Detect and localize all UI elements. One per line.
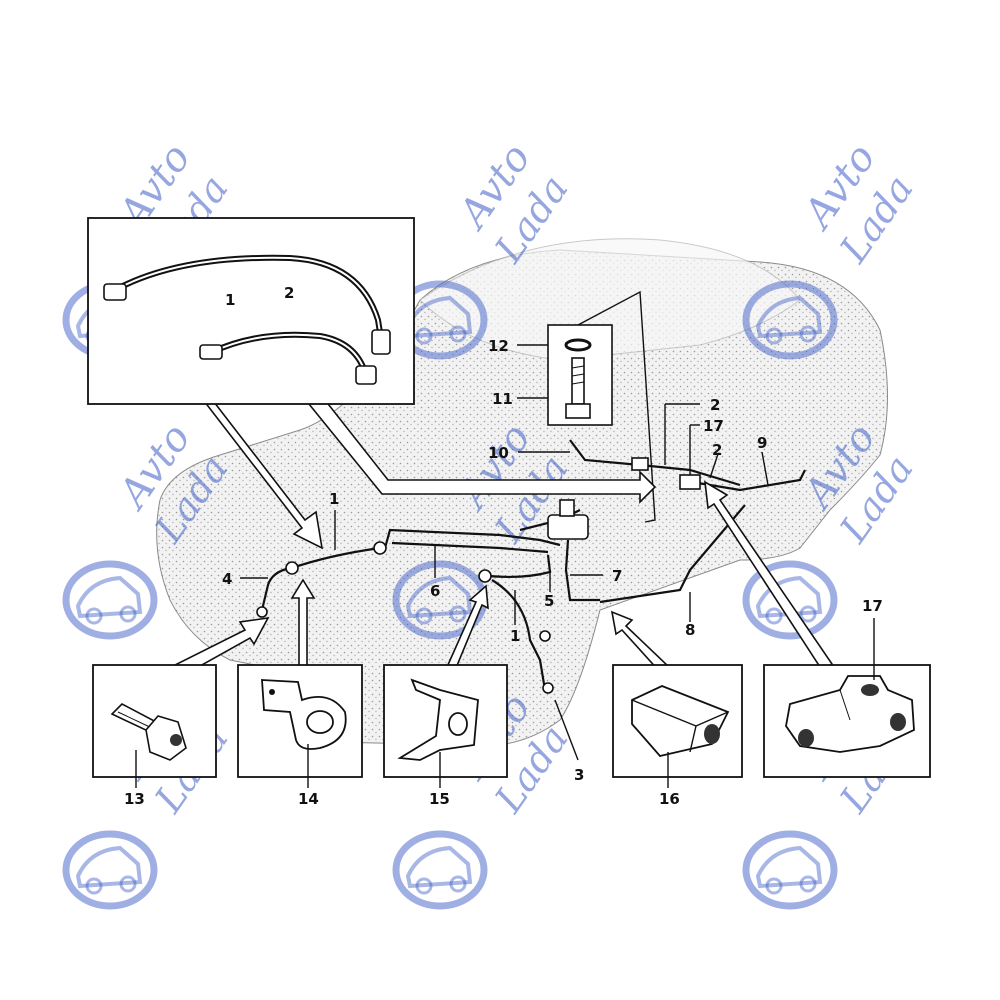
- car-body-silhouette: [156, 238, 888, 747]
- callout-10: 10: [488, 444, 509, 462]
- brake-fittings: [256, 457, 701, 694]
- master-cylinder: [547, 514, 589, 540]
- pipe-10: [569, 439, 641, 467]
- pipe-7: [564, 539, 600, 602]
- box-leaders: [135, 618, 875, 788]
- callout-labels: 1 2 12 11 2 17 2 9 10 1 4 6 5 7 1 8 3 13…: [124, 284, 883, 808]
- callout-3: 3: [574, 766, 584, 784]
- inset-hoses: [87, 217, 415, 405]
- hose-1-front-left: [291, 546, 381, 570]
- callout-9: 9: [757, 434, 767, 452]
- part-box-15: [383, 664, 508, 778]
- bolt-11: [571, 357, 585, 405]
- pipe-3: [491, 579, 547, 691]
- callout-16: 16: [659, 790, 680, 808]
- pipe-8: [599, 504, 746, 604]
- part-box-14: [237, 664, 363, 778]
- callout-1-front: 1: [329, 490, 339, 508]
- part-box-16: [612, 664, 743, 778]
- callout-17-box: 17: [862, 597, 883, 615]
- callout-2-rear-lower: 2: [712, 441, 722, 459]
- callout-2-rear-upper: 2: [710, 396, 720, 414]
- callout-14: 14: [298, 790, 319, 808]
- washer-12: [564, 338, 592, 352]
- callout-4: 4: [222, 570, 232, 588]
- callout-11: 11: [492, 390, 513, 408]
- callout-17-rear: 17: [703, 417, 724, 435]
- callout-15: 15: [429, 790, 450, 808]
- part-box-17: [763, 664, 931, 778]
- pipe-6: [383, 528, 561, 549]
- callout-5: 5: [544, 592, 554, 610]
- part-box-13: [92, 664, 217, 778]
- callout-8: 8: [685, 621, 695, 639]
- callout-2-inset: 2: [284, 284, 294, 302]
- callout-12: 12: [488, 337, 509, 355]
- callout-1-inset: 1: [225, 291, 235, 309]
- callout-7: 7: [612, 567, 622, 585]
- inset-bolt: [547, 324, 613, 426]
- callout-13: 13: [124, 790, 145, 808]
- callout-6: 6: [430, 582, 440, 600]
- callout-1-rear: 1: [510, 627, 520, 645]
- pipe-6b: [391, 541, 549, 554]
